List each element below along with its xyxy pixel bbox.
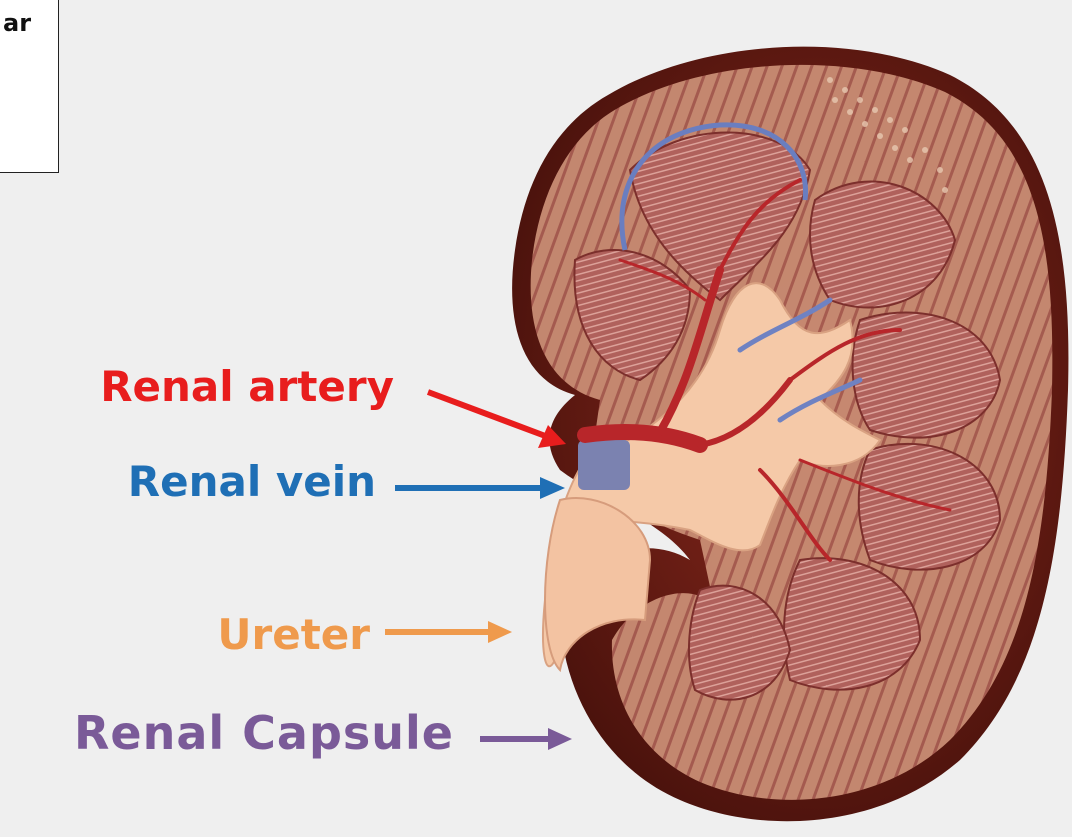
renal-artery-arrow	[428, 392, 566, 448]
ureter-label: Ureter	[217, 610, 370, 659]
renal-vein-arrow	[395, 477, 565, 499]
label-arrows	[385, 392, 572, 750]
renal-vein-stump	[578, 440, 630, 490]
ureter-arrow	[385, 621, 512, 643]
renal-capsule-arrow	[480, 728, 572, 750]
renal-vein-label: Renal vein	[128, 457, 376, 506]
renal-artery-label: Renal artery	[100, 362, 394, 411]
renal-capsule-label: Renal Capsule	[74, 706, 454, 760]
